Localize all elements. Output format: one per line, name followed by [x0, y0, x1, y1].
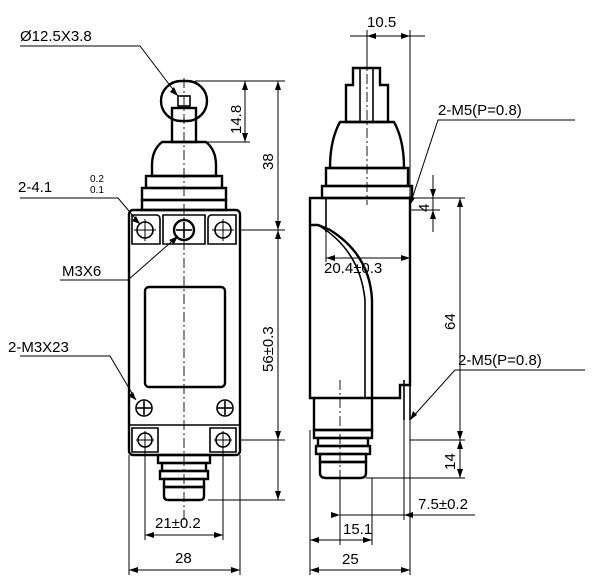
conduit-gland: [156, 453, 212, 502]
top-screw-dimension: M3X6: [62, 263, 101, 280]
conduit-spacing-dimension: 21±0.2: [155, 515, 201, 532]
front-view: [20, 45, 285, 575]
actuator-height-dimension: 38: [260, 153, 277, 170]
side-height-dimension: 64: [442, 313, 459, 330]
depth-offset-dimension: 20.4±0.3: [324, 260, 382, 277]
mount-holes-tol-lower: 0.1: [90, 185, 104, 196]
roller-height-dimension: 14.8: [228, 105, 245, 134]
mount-holes-tol-upper: 0.2: [90, 174, 104, 185]
roller-dimension: Ø12.5X3.8: [20, 28, 92, 45]
thread-bottom-dimension: 2-M5(P=0.8): [458, 352, 542, 369]
cover-screws-dimension: 2-M3X23: [8, 339, 69, 356]
conduit-depth-dimension: 15.1: [343, 521, 372, 538]
top-screw: [172, 218, 196, 242]
front-width-dimension: 28: [175, 550, 192, 567]
mount-holes-dimension: 2-4.1: [18, 179, 52, 196]
thread-top-dimension: 2-M5(P=0.8): [438, 102, 522, 119]
side-conduit: [312, 428, 374, 480]
bottom-height-dimension: 14: [442, 453, 459, 470]
cover-screw-left: [135, 399, 153, 417]
hole-spacing-dimension: 56±0.3: [260, 326, 277, 372]
side-body: [308, 196, 412, 400]
label-window: [143, 285, 227, 389]
cover-screw-right: [216, 399, 234, 417]
conduit-offset-dimension: 7.5±0.2: [418, 496, 468, 513]
roller: [159, 79, 209, 123]
top-offset-dimension: 4: [416, 204, 433, 212]
shaft-width-dimension: 10.5: [367, 14, 396, 31]
side-width-dimension: 25: [342, 551, 359, 568]
side-view: [308, 30, 585, 575]
roller-axle: [177, 95, 191, 107]
